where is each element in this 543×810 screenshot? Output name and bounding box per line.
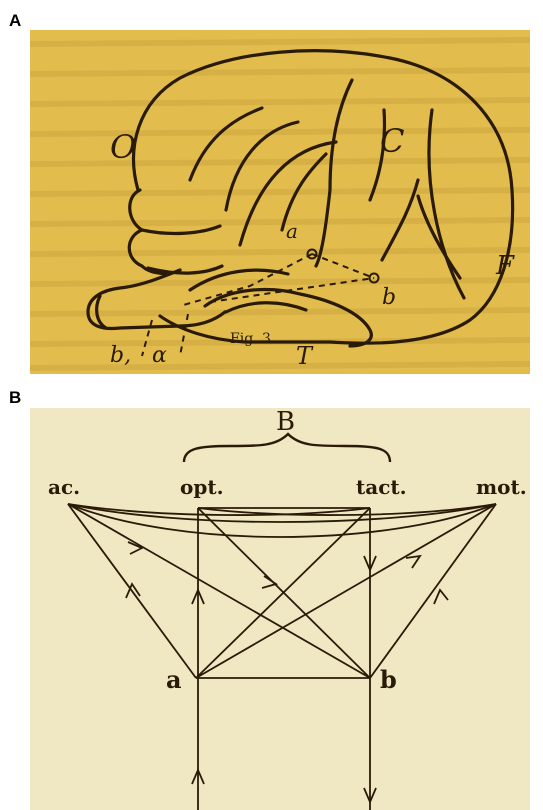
- panel-b-connection-diagram: B ac. opt. tact. mot. a b: [30, 408, 530, 810]
- node-label-mot: mot.: [476, 475, 527, 499]
- arrow-mot-b: [434, 590, 448, 604]
- dashed-link-5: [180, 314, 188, 356]
- panel-a-letter: A: [9, 11, 21, 31]
- bracket-label: B: [276, 408, 295, 437]
- curve-ac-mot-1: [68, 504, 496, 537]
- label-a: a: [286, 219, 298, 243]
- curve-opt-mot: [198, 504, 496, 515]
- lower-lobe-2: [148, 266, 222, 273]
- dashed-link-4: [142, 320, 152, 356]
- background-text-lines: [30, 40, 530, 368]
- figure-caption: Fig. 3.: [230, 331, 275, 347]
- brainstem-outline: [88, 270, 225, 328]
- arrow-a-mot: [406, 556, 420, 568]
- label-f: F: [495, 251, 515, 281]
- label-b: b: [382, 285, 396, 310]
- connection-diagram: B ac. opt. tact. mot. a b: [30, 408, 530, 810]
- label-alpha: α: [152, 343, 167, 368]
- panel-a-brain-sketch: O C F T a b b, α Fig. 3.: [30, 30, 530, 374]
- dashed-link-2: [312, 254, 374, 278]
- label-c: C: [380, 122, 404, 160]
- lower-lobe-1: [142, 226, 220, 233]
- line-a-mot: [196, 504, 496, 678]
- arrow-ac-b: [128, 542, 142, 554]
- curve-ac-mot-2: [68, 504, 496, 522]
- label-b-comma: b,: [110, 343, 131, 368]
- line-ac-b: [68, 504, 370, 678]
- node-label-ac: ac.: [48, 475, 80, 499]
- node-label-opt: opt.: [180, 475, 224, 499]
- sulcus-8: [429, 110, 464, 298]
- sulcus-central: [316, 80, 352, 266]
- node-label-b: b: [380, 665, 397, 694]
- label-o: O: [110, 128, 136, 166]
- sulcus-1: [190, 108, 262, 180]
- label-t: T: [296, 342, 314, 370]
- panel-b-letter: B: [9, 388, 21, 408]
- node-label-tact: tact.: [356, 475, 407, 499]
- brace: [184, 434, 390, 462]
- brain-drawing: O C F T a b b, α Fig. 3.: [30, 30, 530, 374]
- node-label-a: a: [166, 665, 182, 694]
